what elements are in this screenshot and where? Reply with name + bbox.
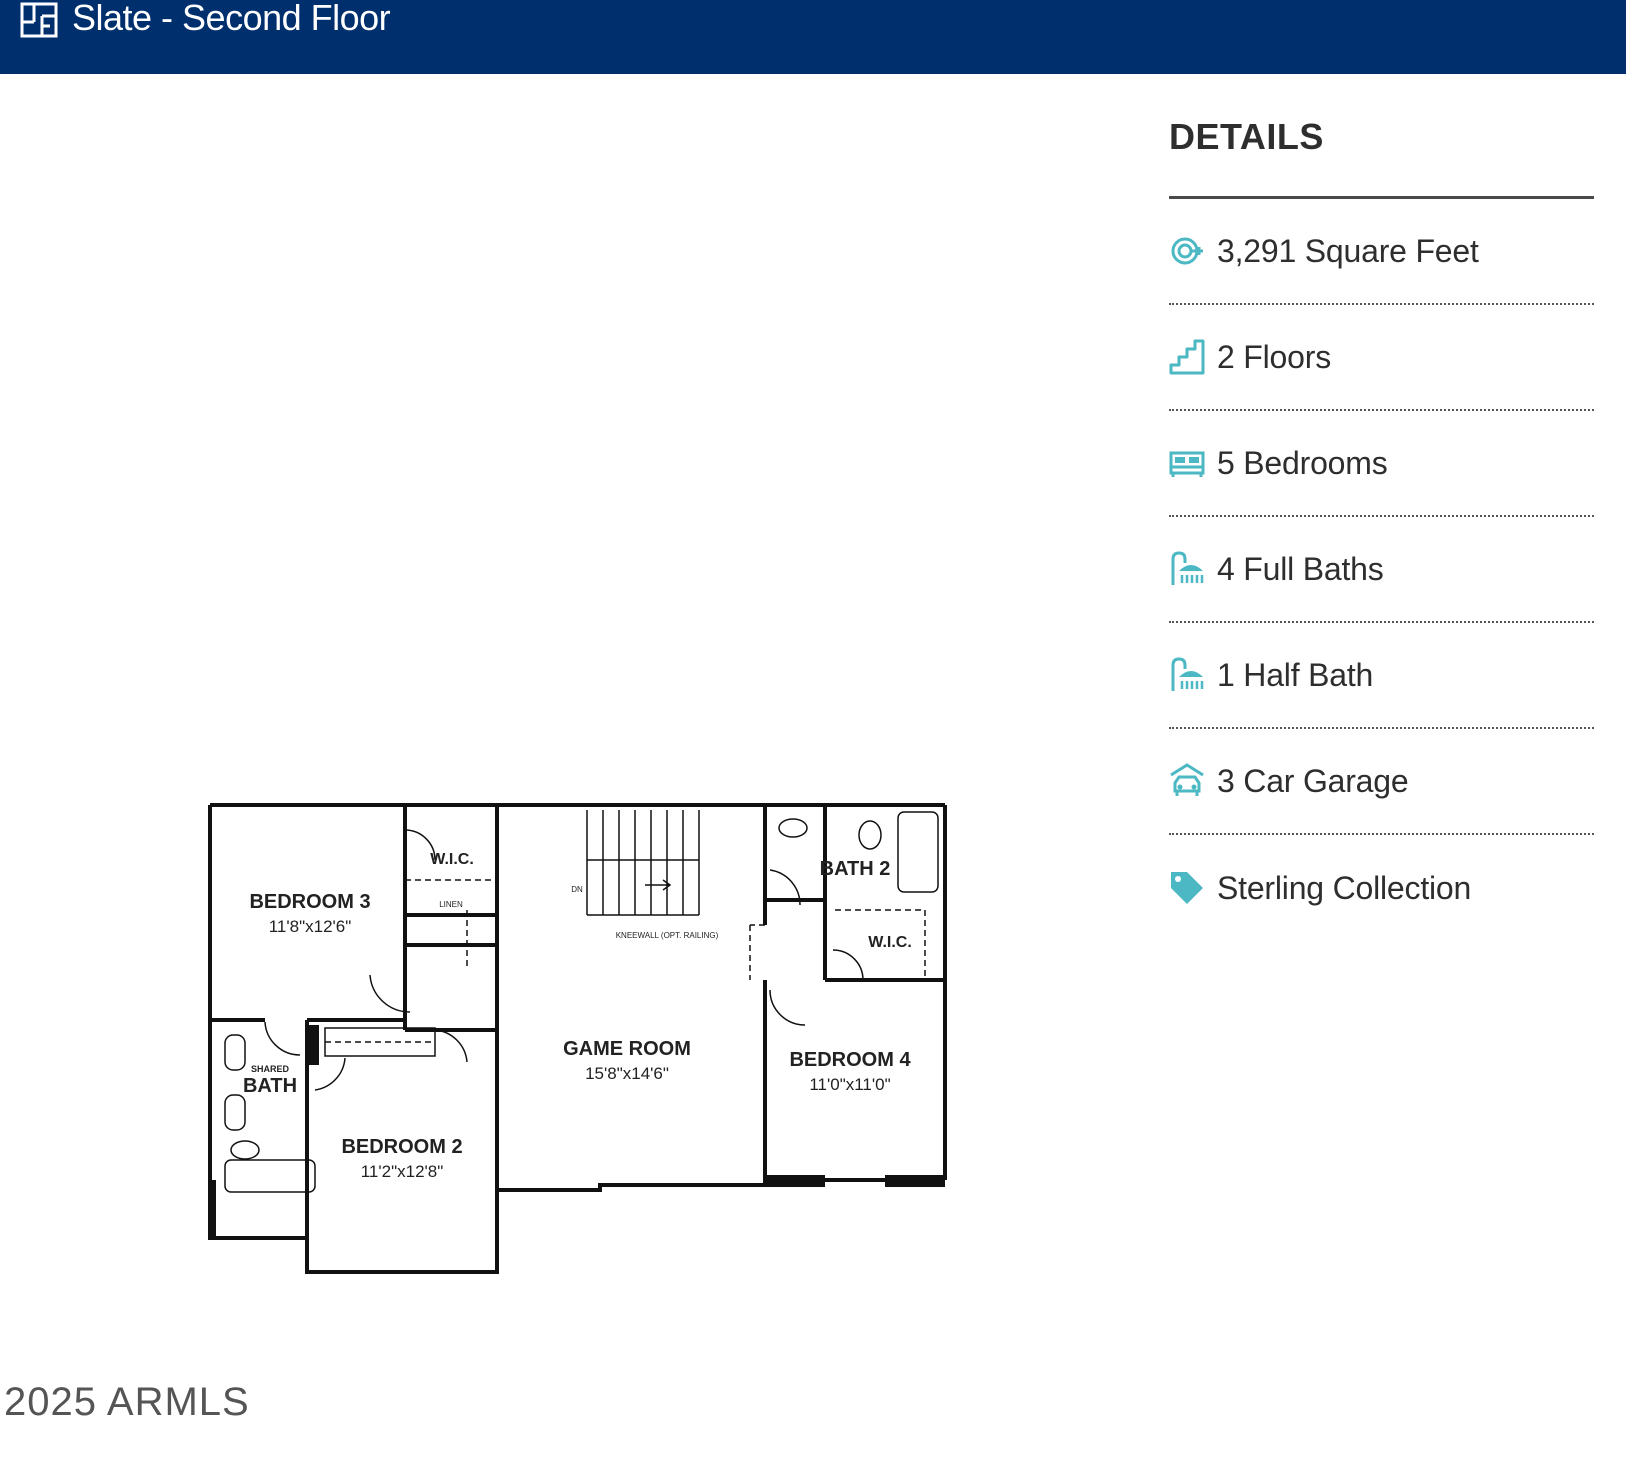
detail-garage: 3 Car Garage: [1169, 729, 1594, 835]
bath2-name: BATH 2: [820, 858, 891, 880]
detail-full-baths: 4 Full Baths: [1169, 517, 1594, 623]
detail-floors: 2 Floors: [1169, 305, 1594, 411]
bedroom4-name: BEDROOM 4: [789, 1049, 911, 1071]
details-divider: [1169, 196, 1594, 199]
shower-icon: [1171, 551, 1204, 585]
stairs-icon: [1169, 339, 1205, 375]
detail-half-bath: 1 Half Bath: [1169, 623, 1594, 729]
floorplan: BEDROOM 3 11'8"x12'6" BEDROOM 2 11'2"x12…: [208, 803, 947, 1274]
detail-label: Sterling Collection: [1217, 869, 1472, 906]
bedroom2-size: 11'2"x12'8": [361, 1162, 444, 1181]
square-feet-icon: [1171, 237, 1203, 265]
detail-collection: Sterling Collection: [1169, 835, 1594, 941]
copyright: 2025 ARMLS: [4, 1380, 250, 1424]
detail-label: 5 Bedrooms: [1217, 444, 1388, 481]
details-list: 3,291 Square Feet 2 Floors 5 Bedrooms: [1169, 199, 1594, 941]
details-panel: DETAILS 3,291 Square Feet 2 Floors 5: [1169, 110, 1594, 906]
wic2-name: W.I.C.: [868, 934, 912, 951]
detail-label: 1 Half Bath: [1217, 656, 1374, 693]
shower-icon: [1171, 657, 1204, 691]
detail-label: 2 Floors: [1217, 338, 1331, 375]
tag-icon: [1171, 872, 1203, 904]
game-room-name: GAME ROOM: [563, 1038, 691, 1060]
page-title: Slate - Second Floor: [72, 0, 391, 38]
details-heading: DETAILS: [1169, 116, 1324, 157]
detail-bedrooms: 5 Bedrooms: [1169, 411, 1594, 517]
bed-icon: [1169, 451, 1205, 477]
game-room-size: 15'8"x14'6": [585, 1064, 669, 1083]
garage-icon: [1170, 763, 1204, 796]
header-bar: Slate - Second Floor: [0, 0, 1626, 74]
bedroom4-size: 11'0"x11'0": [809, 1075, 890, 1094]
detail-square-feet: 3,291 Square Feet: [1169, 199, 1594, 305]
shared-bath-small: SHARED: [251, 1064, 290, 1074]
bedroom2-name: BEDROOM 2: [341, 1136, 462, 1158]
shared-bath-name: BATH: [243, 1075, 297, 1097]
bedroom3-name: BEDROOM 3: [249, 891, 370, 913]
kneewall-label: KNEEWALL (OPT. RAILING): [616, 931, 719, 940]
floorplan-icon: [20, 2, 58, 38]
detail-label: 4 Full Baths: [1217, 550, 1384, 587]
detail-label: 3,291 Square Feet: [1217, 232, 1479, 269]
bedroom3-size: 11'8"x12'6": [269, 917, 352, 936]
linen-name: LINEN: [439, 900, 463, 909]
detail-label: 3 Car Garage: [1217, 762, 1409, 799]
stairs-dn: DN: [571, 885, 583, 894]
wic1-name: W.I.C.: [430, 851, 474, 868]
